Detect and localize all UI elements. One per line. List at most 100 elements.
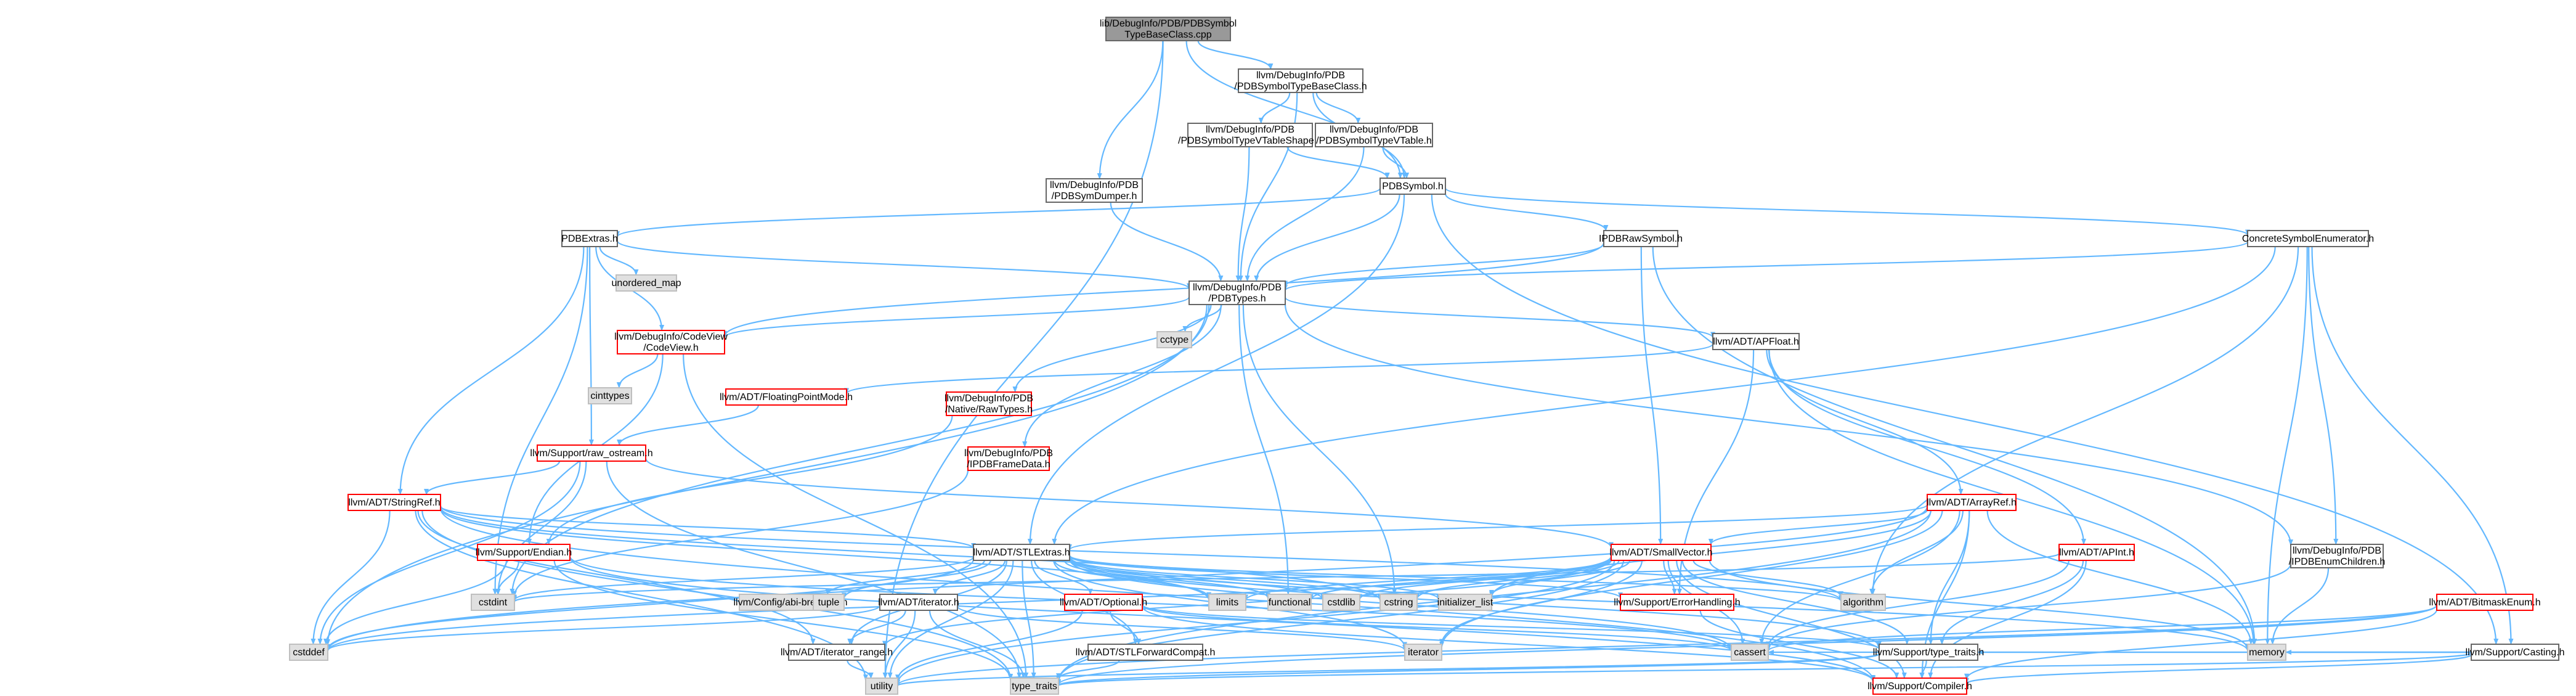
edge-concretesymenum-to-casting [2311, 246, 2514, 645]
node-box [1438, 594, 1492, 611]
edge-smallvector-to-cstring [1415, 560, 1620, 600]
node-label: llvm/DebugInfo/PDB [1256, 70, 1345, 81]
node-root[interactable]: lib/DebugInfo/PDB/PDBSymbolTypeBaseClass… [1100, 17, 1237, 41]
edge-arrayref-to-algorithm [1869, 510, 1964, 595]
node-apint[interactable]: llvm/ADT/APInt.h [2058, 544, 2135, 561]
edge-concretesymenum-to-stlextras [1052, 246, 2276, 545]
node-box [1064, 594, 1143, 611]
node-label: PDBExtras.h [561, 234, 618, 244]
node-arrayref[interactable]: llvm/ADT/ArrayRef.h [1927, 494, 2017, 511]
node-optional[interactable]: llvm/ADT/Optional.h [1060, 594, 1147, 611]
edge-smallvector-to-functional [1309, 559, 1612, 600]
node-label: llvm/DebugInfo/PDB [1193, 282, 1282, 293]
node-initializer_list: initializer_list [1437, 594, 1493, 611]
edge-ipdbenumchildren-to-memory [2270, 567, 2330, 645]
node-label: TypeBaseClass.cpp [1124, 30, 1212, 40]
node-errorhandling[interactable]: llvm/Support/ErrorHandling.h [1614, 594, 1741, 611]
edge-arrayref-to-stlextras [1067, 504, 1928, 551]
node-box [1379, 594, 1418, 611]
node-rawostream[interactable]: llvm/Support/raw_ostream.h [530, 444, 653, 462]
edge-casting-to-type_traits [1056, 652, 2472, 687]
edge-smallvector-to-limits [1243, 557, 1612, 601]
edge-pdbextras-to-rawostream [588, 246, 594, 446]
edge-optional-to-stlforward [1109, 610, 1142, 645]
node-cassert: cassert [1731, 644, 1769, 661]
edge-smallvector-to-initializer_list [1489, 560, 1631, 596]
node-box [617, 330, 725, 354]
node-box [2247, 644, 2286, 661]
edge-nativerawtypes-to-endian [546, 415, 953, 545]
node-box [2436, 594, 2533, 611]
edge-iterator_h-to-utility [882, 610, 916, 679]
node-box [1046, 178, 1143, 203]
node-box [1620, 594, 1734, 611]
edge-stlextras-to-cstdint [512, 556, 975, 601]
node-label: unordered_map [612, 278, 681, 289]
edge-endian-to-cstddef [323, 560, 508, 645]
node-codeview[interactable]: llvm/DebugInfo/CodeView/CodeView.h [614, 330, 728, 354]
node-pdbsymtvts[interactable]: llvm/DebugInfo/PDB/PDBSymbolTypeVTableSh… [1178, 123, 1322, 147]
node-typetraits_h[interactable]: llvm/Support/type_traits.h [1873, 644, 1985, 661]
edge-iterator_range-to-utility [847, 660, 874, 679]
edge-stringref-to-algorithm [439, 505, 1843, 602]
node-stlforward[interactable]: llvm/ADT/STLForwardCompat.h [1076, 644, 1216, 661]
node-label: /IPDBEnumChildren.h [2289, 557, 2386, 567]
node-stlextras[interactable]: llvm/ADT/STLExtras.h [973, 544, 1070, 561]
edge-arrayref-to-iterator [1439, 510, 1943, 648]
edge-errorhandling-to-compiler [1699, 610, 1899, 679]
node-box [1872, 678, 1967, 695]
node-apfloat[interactable]: llvm/ADT/APFloat.h [1712, 333, 1800, 350]
node-label: llvm/ADT/APFloat.h [1713, 337, 1799, 347]
node-smallvector[interactable]: llvm/ADT/SmallVector.h [1609, 544, 1713, 561]
node-pdbsymdumper[interactable]: llvm/DebugInfo/PDB/PDBSymDumper.h [1046, 178, 1143, 203]
node-label: llvm/ADT/ArrayRef.h [1927, 497, 2017, 508]
node-bitmaskenum[interactable]: llvm/ADT/BitmaskEnum.h [2429, 594, 2541, 611]
edge-endian-to-compiler [569, 557, 1875, 682]
node-stringref[interactable]: llvm/ADT/StringRef.h [347, 494, 441, 511]
edge-stlextras-to-cstring [1068, 558, 1383, 600]
node-compiler[interactable]: llvm/Support/Compiler.h [1867, 678, 1972, 695]
edge-pdbsymbol-to-pdbtypes [1254, 194, 1400, 282]
edge-smallvector-to-cstdlib [1357, 560, 1612, 600]
edge-optional-to-utility [895, 610, 1083, 681]
node-label: cstdlib [1327, 597, 1355, 608]
node-box [1238, 68, 1363, 93]
node-label: ConcreteSymbolEnumerator.h [2242, 234, 2374, 244]
node-ipdbrawsymbol[interactable]: IPDBRawSymbol.h [1599, 230, 1683, 247]
edge-pdbtypes-to-apfloat [1284, 297, 1715, 338]
nodes-layer: lib/DebugInfo/PDB/PDBSymbolTypeBaseClass… [289, 17, 2565, 695]
edge-apfloat-to-floatingpointmode [844, 343, 1714, 395]
node-label: llvm/ADT/STLForwardCompat.h [1076, 647, 1216, 658]
edge-casting-to-compiler [1964, 653, 2472, 684]
edge-smallvector-to-typetraits_h [1681, 560, 1910, 645]
node-box [1603, 230, 1678, 247]
node-label: cstdint [479, 597, 508, 608]
node-concretesymenum[interactable]: ConcreteSymbolEnumerator.h [2242, 230, 2374, 247]
node-pdbsymbol[interactable]: PDBSymbol.h [1379, 178, 1446, 195]
node-box [1379, 178, 1446, 195]
node-ipdbenumchildren[interactable]: llvm/DebugInfo/PDB/IPDBEnumChildren.h [2289, 544, 2386, 568]
node-label: /PDBSymDumper.h [1052, 191, 1137, 202]
node-ipdbframedata[interactable]: llvm/DebugInfo/PDB/IPDBFrameData.h [964, 446, 1053, 471]
edge-stlextras-to-utility [887, 560, 1014, 679]
node-pdbtypes[interactable]: llvm/DebugInfo/PDB/PDBTypes.h [1188, 280, 1286, 305]
edge-rawostream-to-type_traits [606, 461, 1022, 679]
edge-root-to-pdbsymtbc [1197, 40, 1274, 70]
node-pdbsymtbc[interactable]: llvm/DebugInfo/PDB/PDBSymbolTypeBaseClas… [1234, 68, 1367, 93]
node-iterator_range[interactable]: llvm/ADT/iterator_range.h [781, 644, 893, 661]
node-box [813, 594, 845, 611]
node-label: limits [1216, 597, 1238, 608]
node-pdbsymtvt[interactable]: llvm/DebugInfo/PDB/PDBSymbolTypeVTable.h [1315, 123, 1433, 147]
edge-arrayref-to-typetraits_h [1928, 510, 1970, 645]
node-floatingpointmode[interactable]: llvm/ADT/FloatingPointMode.h [720, 388, 853, 406]
node-box [477, 544, 571, 561]
node-nativerawtypes[interactable]: llvm/DebugInfo/PDB/Native/RawTypes.h [945, 391, 1033, 416]
edge-stlextras-to-iterator_h [932, 560, 1006, 595]
node-label: llvm/ADT/SmallVector.h [1609, 547, 1712, 558]
node-pdbextras[interactable]: PDBExtras.h [561, 230, 618, 247]
node-iterator_h[interactable]: llvm/ADT/iterator.h [878, 594, 959, 611]
edge-pdbextras-to-unordered_map [599, 246, 639, 276]
node-endian[interactable]: llvm/Support/Endian.h [476, 544, 572, 561]
edge-stringref-to-cstring [439, 507, 1383, 601]
node-casting[interactable]: llvm/Support/Casting.h [2466, 644, 2565, 661]
